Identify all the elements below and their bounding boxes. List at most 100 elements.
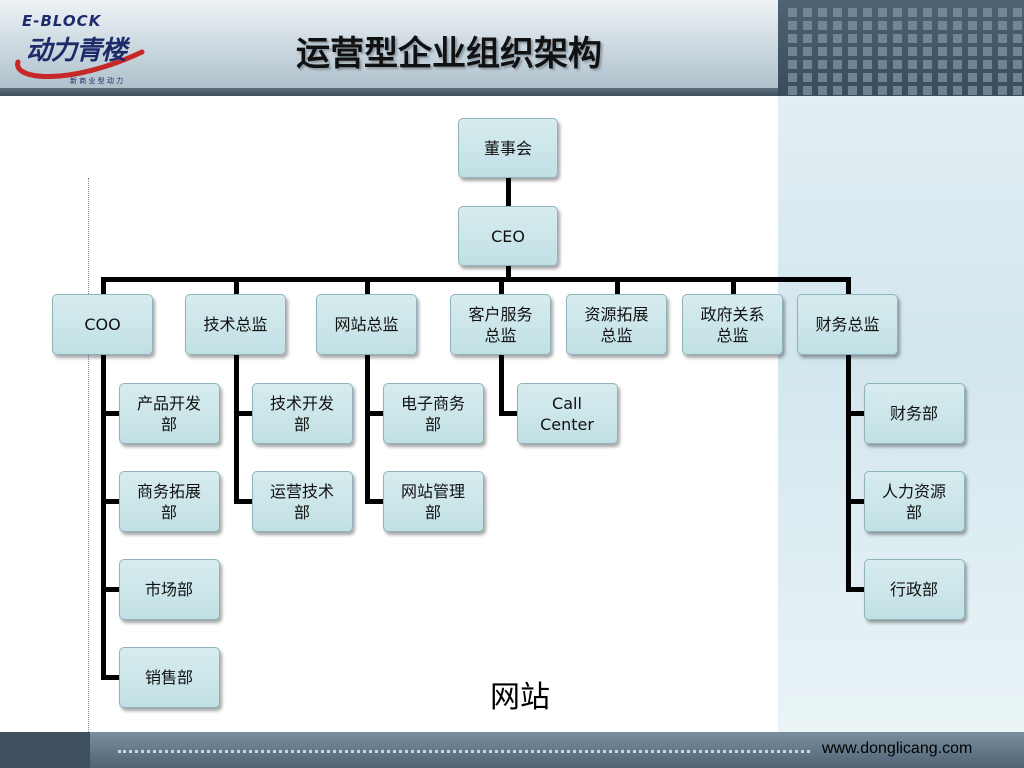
- header-dot: [863, 86, 872, 95]
- header-dot: [863, 34, 872, 43]
- header-dot: [998, 34, 1007, 43]
- header-dot: [1013, 86, 1022, 95]
- header-dot: [998, 8, 1007, 17]
- header-dot: [923, 8, 932, 17]
- org-node-director: 政府关系 总监: [682, 294, 783, 355]
- connector-line: [364, 355, 370, 503]
- header-dot: [923, 34, 932, 43]
- header-dot: [878, 86, 887, 95]
- header-dot: [863, 47, 872, 56]
- header-dot: [1013, 21, 1022, 30]
- header-dot: [908, 73, 917, 82]
- header-dot: [968, 47, 977, 56]
- header-dot: [998, 21, 1007, 30]
- header-dot: [818, 86, 827, 95]
- header-dot: [848, 60, 857, 69]
- header-dot: [893, 47, 902, 56]
- org-node-ceo: CEO: [458, 206, 558, 266]
- header-dot: [968, 73, 977, 82]
- connector-line: [233, 277, 239, 294]
- header-dot: [848, 47, 857, 56]
- connector-line: [364, 411, 383, 416]
- header-dot: [833, 47, 842, 56]
- org-node-director: 客户服务 总监: [450, 294, 551, 355]
- header-dot: [878, 8, 887, 17]
- header-dot: [833, 86, 842, 95]
- header-dot: [893, 34, 902, 43]
- header-dot: [953, 73, 962, 82]
- dotted-guide: [88, 178, 89, 734]
- header-dot: [953, 47, 962, 56]
- header-dot: [878, 21, 887, 30]
- header-dot: [1013, 8, 1022, 17]
- header-dot: [788, 73, 797, 82]
- header-dot: [938, 73, 947, 82]
- org-node-department: 行政部: [863, 559, 965, 620]
- header-dot: [833, 60, 842, 69]
- header-dot: [983, 21, 992, 30]
- header-dot: [833, 8, 842, 17]
- header-dot: [983, 86, 992, 95]
- header-dot: [968, 8, 977, 17]
- connector-line: [845, 587, 864, 592]
- org-node-director: 资源拓展 总监: [566, 294, 667, 355]
- header-dot: [848, 21, 857, 30]
- header-dot: [788, 60, 797, 69]
- header-dot: [878, 47, 887, 56]
- page-title: 运营型企业组织架构: [296, 34, 602, 74]
- header-dot: [833, 34, 842, 43]
- header-dot: [908, 86, 917, 95]
- header-dot: [998, 73, 1007, 82]
- header-dot: [953, 60, 962, 69]
- connector-line: [364, 277, 370, 294]
- header-dot: [923, 73, 932, 82]
- header-dot: [953, 8, 962, 17]
- connector-line: [506, 178, 511, 206]
- org-node-director: COO: [52, 294, 153, 355]
- connector-line: [233, 355, 239, 503]
- header-dot: [1013, 34, 1022, 43]
- header-dot: [833, 21, 842, 30]
- connector-line: [498, 355, 504, 415]
- footer-dotted-line: [118, 750, 810, 753]
- connector-line: [100, 355, 106, 679]
- header-dot: [938, 34, 947, 43]
- header-dot: [863, 73, 872, 82]
- header-dot: [908, 60, 917, 69]
- header-dot: [953, 86, 962, 95]
- header-dot: [818, 73, 827, 82]
- connector-line: [845, 411, 864, 416]
- logo-swoosh-icon: [15, 49, 145, 80]
- header-dot: [803, 8, 812, 17]
- header-dot: [818, 21, 827, 30]
- header-dot: [788, 86, 797, 95]
- header-dot: [998, 86, 1007, 95]
- connector-line: [233, 499, 252, 504]
- header-dot: [938, 60, 947, 69]
- header-dot: [1013, 60, 1022, 69]
- connector-line: [498, 411, 517, 416]
- header-dot: [923, 47, 932, 56]
- footer-block: [0, 732, 90, 768]
- header-dot: [863, 60, 872, 69]
- header-dot: [983, 8, 992, 17]
- header-dot: [983, 47, 992, 56]
- connector-line: [100, 587, 119, 592]
- header-dot: [878, 60, 887, 69]
- org-node-department: 商务拓展 部: [118, 471, 220, 532]
- header-dot: [968, 60, 977, 69]
- org-node-department: 市场部: [118, 559, 220, 620]
- header-dot: [908, 47, 917, 56]
- header-dot: [863, 21, 872, 30]
- org-node-director: 技术总监: [185, 294, 286, 355]
- header-dot: [983, 34, 992, 43]
- connector-line: [730, 277, 736, 294]
- logo-brand-text: E-BLOCK: [22, 12, 102, 30]
- org-node-department: 技术开发 部: [251, 383, 353, 444]
- footer-url: www.donglicang.com: [822, 740, 973, 757]
- header-dot: [878, 73, 887, 82]
- connector-line: [233, 411, 252, 416]
- header-dot: [788, 47, 797, 56]
- header-divider: [0, 88, 778, 96]
- org-node-director: 财务总监: [797, 294, 898, 355]
